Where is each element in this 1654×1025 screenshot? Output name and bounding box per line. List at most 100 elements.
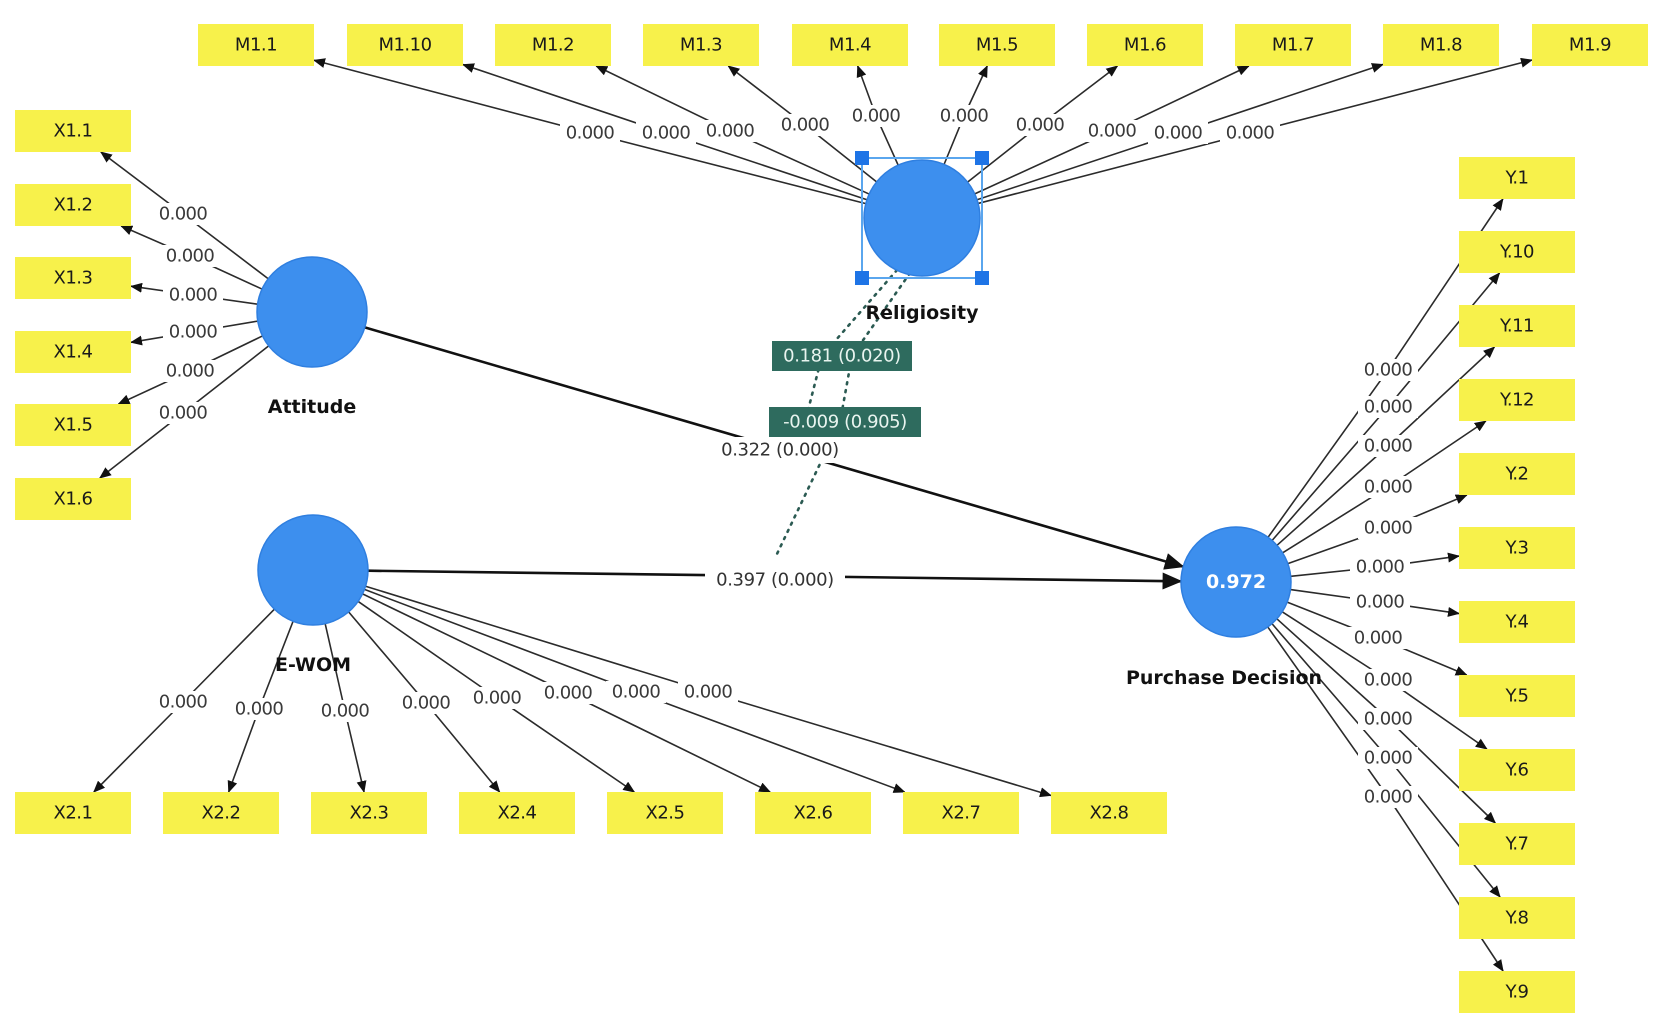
loading-label[interactable]: 0.000 [934,105,994,127]
loading-label[interactable]: 0.000 [1350,591,1410,613]
loading-label[interactable]: 0.000 [1082,120,1142,142]
loading-label[interactable]: 0.000 [153,402,213,424]
indicator-node[interactable]: Y.5 [1459,675,1575,717]
loading-label[interactable]: 0.000 [846,105,906,127]
moderating-effect-label[interactable]: 0.181 (0.020) [772,341,912,371]
loading-label-bg [846,105,906,127]
indicator-node[interactable]: M1.9 [1532,24,1648,66]
loading-label[interactable]: 0.000 [1358,435,1418,457]
path-coefficient-label[interactable]: 0.322 (0.000) [710,437,850,463]
indicator-node[interactable]: X1.2 [15,184,131,226]
loading-p-value: 0.000 [706,121,755,142]
loading-label[interactable]: 0.000 [163,284,223,306]
loading-label[interactable]: 0.000 [1358,517,1418,539]
indicator-node[interactable]: M1.1 [198,24,314,66]
path-coefficient-label[interactable]: 0.397 (0.000) [705,567,845,593]
indicator-node[interactable]: X1.3 [15,257,131,299]
indicator-node[interactable]: M1.8 [1383,24,1499,66]
latent-variable-circle[interactable] [257,514,369,626]
indicator-node[interactable]: X1.1 [15,110,131,152]
loading-label[interactable]: 0.000 [1148,122,1208,144]
moderating-label-bg [772,341,912,371]
indicator-node[interactable]: X2.3 [311,792,427,834]
loading-label[interactable]: 0.000 [636,122,696,144]
loading-label[interactable]: 0.000 [160,360,220,382]
indicator-node[interactable]: X2.6 [755,792,871,834]
loading-label[interactable]: 0.000 [678,681,738,703]
moderating-effect-line[interactable] [774,271,912,558]
resize-handle[interactable] [975,151,989,165]
loading-label[interactable]: 0.000 [153,203,213,225]
indicator-node[interactable]: X2.4 [459,792,575,834]
loading-label[interactable]: 0.000 [1358,669,1418,691]
indicator-node[interactable]: X2.7 [903,792,1019,834]
indicator-node[interactable]: Y.6 [1459,749,1575,791]
indicator-node[interactable]: Y.11 [1459,305,1575,347]
indicator-node[interactable]: M1.7 [1235,24,1351,66]
indicator-node[interactable]: M1.4 [792,24,908,66]
resize-handle[interactable] [855,271,869,285]
loading-label[interactable]: 0.000 [1358,359,1418,381]
indicator-node[interactable]: Y.2 [1459,453,1575,495]
loading-label[interactable]: 0.000 [1220,122,1280,144]
loading-label[interactable]: 0.000 [396,692,456,714]
loading-label[interactable]: 0.000 [606,681,666,703]
indicator-node[interactable]: Y.10 [1459,231,1575,273]
indicator-node[interactable]: Y.3 [1459,527,1575,569]
indicator-node[interactable]: M1.2 [495,24,611,66]
latent-variable-circle[interactable] [863,159,981,277]
latent-variable-ewom[interactable]: E-WOM [257,514,369,676]
indicator-node[interactable]: Y.1 [1459,157,1575,199]
indicator-label: X2.5 [646,803,685,824]
indicator-node[interactable]: X1.6 [15,478,131,520]
indicator-node[interactable]: M1.6 [1087,24,1203,66]
indicator-box [1459,379,1575,421]
indicator-label: M1.3 [680,35,722,56]
indicator-node[interactable]: X1.4 [15,331,131,373]
loading-label[interactable]: 0.000 [153,691,213,713]
moderating-effect-text: -0.009 (0.905) [783,412,907,433]
indicator-node[interactable]: M1.10 [347,24,463,66]
indicator-node[interactable]: M1.5 [939,24,1055,66]
loading-label[interactable]: 0.000 [1358,747,1418,769]
loading-label[interactable]: 0.000 [775,114,835,136]
latent-variable-attitude[interactable]: Attitude [256,256,368,418]
indicator-node[interactable]: X2.5 [607,792,723,834]
resize-handle[interactable] [975,271,989,285]
loading-label[interactable]: 0.000 [467,687,527,709]
loading-label[interactable]: 0.000 [1358,476,1418,498]
moderating-effect-label[interactable]: -0.009 (0.905) [769,407,921,437]
indicator-node[interactable]: Y.8 [1459,897,1575,939]
indicator-node[interactable]: Y.12 [1459,379,1575,421]
loading-label[interactable]: 0.000 [1358,396,1418,418]
loading-label[interactable]: 0.000 [700,120,760,142]
indicator-node[interactable]: X2.2 [163,792,279,834]
loading-label[interactable]: 0.000 [229,698,289,720]
indicator-node[interactable]: Y.9 [1459,971,1575,1013]
indicator-box [643,24,759,66]
indicator-node[interactable]: X2.8 [1051,792,1167,834]
loading-label[interactable]: 0.000 [160,245,220,267]
indicator-node[interactable]: X2.1 [15,792,131,834]
loading-label[interactable]: 0.000 [1358,708,1418,730]
indicator-node[interactable]: Y.7 [1459,823,1575,865]
resize-handle[interactable] [855,151,869,165]
latent-variable-circle[interactable] [1180,526,1292,638]
loading-p-value: 0.000 [1364,477,1413,498]
latent-variable-circle[interactable] [256,256,368,368]
loading-label[interactable]: 0.000 [315,700,375,722]
loading-label[interactable]: 0.000 [1358,786,1418,808]
indicator-node[interactable]: Y.4 [1459,601,1575,643]
loading-label[interactable]: 0.000 [1010,114,1070,136]
selection-frame[interactable] [855,151,989,285]
loading-label[interactable]: 0.000 [163,321,223,343]
indicator-node[interactable]: X1.5 [15,404,131,446]
latent-variable-religiosity[interactable]: Religiosity [855,151,989,324]
indicator-node[interactable]: M1.3 [643,24,759,66]
loading-label[interactable]: 0.000 [1348,627,1408,649]
loading-label[interactable]: 0.000 [1350,556,1410,578]
loading-label[interactable]: 0.000 [538,682,598,704]
loading-label[interactable]: 0.000 [560,122,620,144]
